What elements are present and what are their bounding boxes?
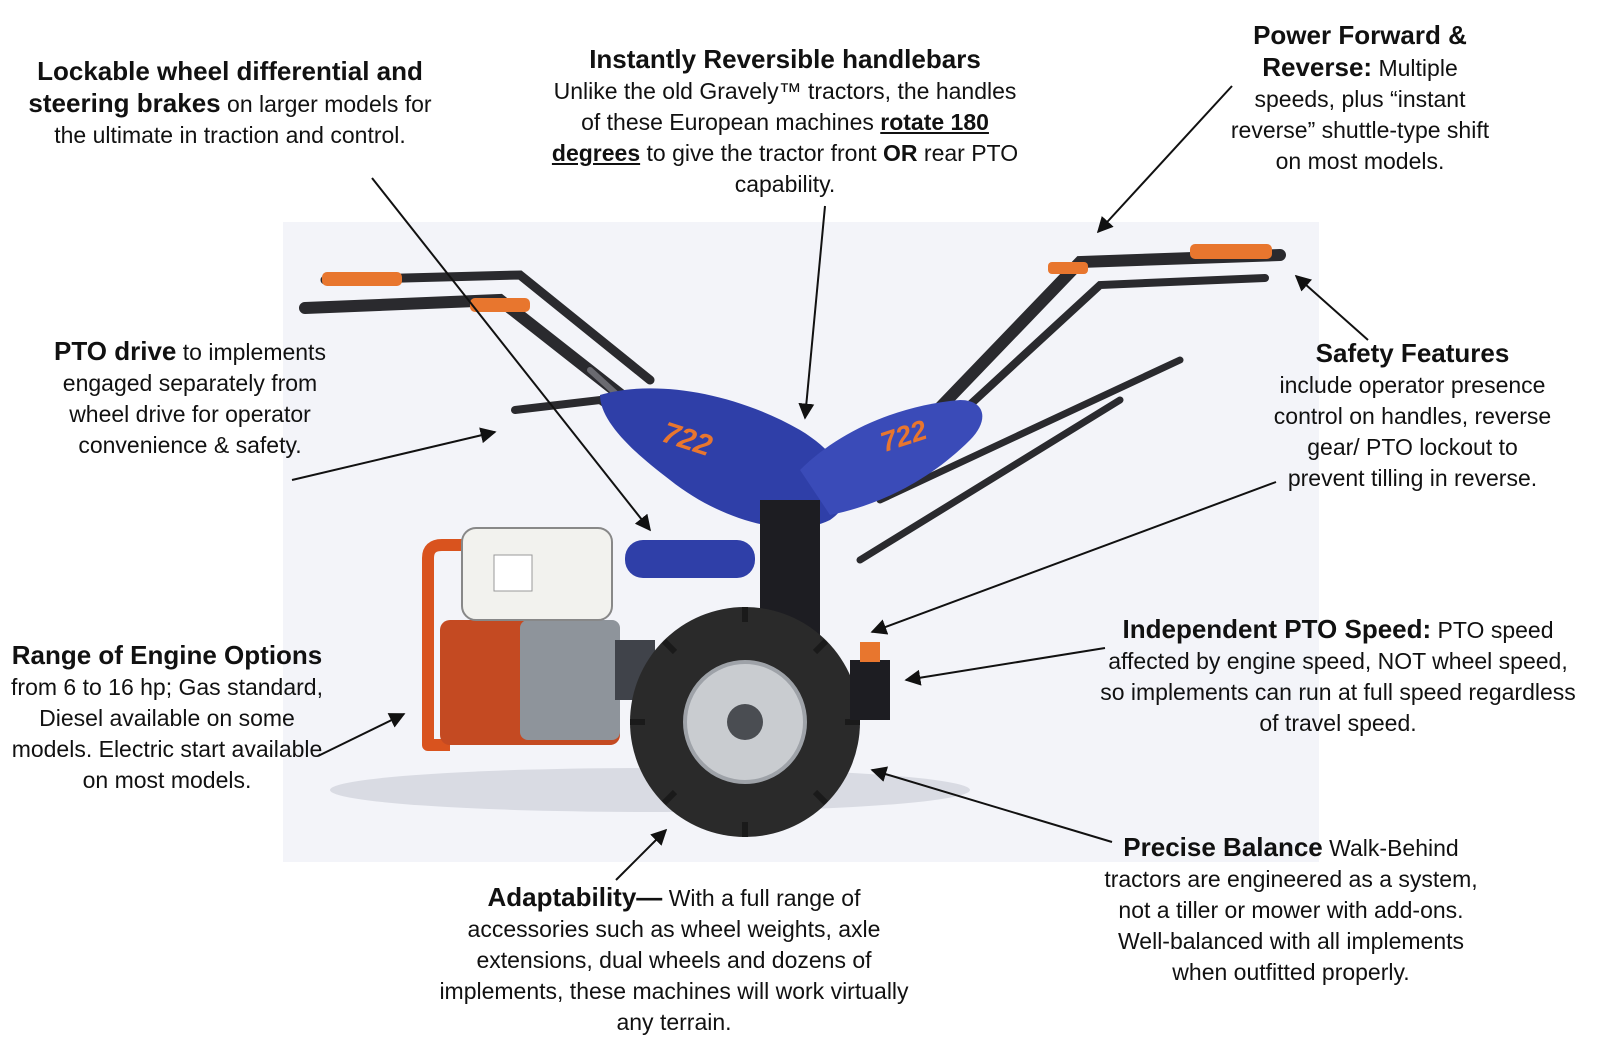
handlebars-text-2: to give the tractor front	[640, 140, 884, 166]
tire-tread	[630, 607, 860, 837]
wheel-hub	[727, 704, 763, 740]
pto-drive-heading: PTO drive	[54, 336, 177, 366]
handlebars-text-1: Unlike the old Gravely™ tractors, the ha…	[553, 78, 1017, 135]
callout-pto-speed: Independent PTO Speed: PTO speed affecte…	[1098, 614, 1578, 739]
leader-adaptability	[615, 828, 668, 881]
leader-differential	[371, 177, 651, 532]
balance-text: Walk-Behind tractors are engineered as a…	[1104, 835, 1478, 985]
right-handle-lever	[1190, 244, 1272, 259]
left-body-housing	[600, 388, 847, 528]
engine-text: from 6 to 16 hp; Gas standard, Diesel av…	[11, 674, 323, 793]
left-handle-lever	[322, 272, 402, 286]
power-heading-2: Reverse:	[1262, 52, 1373, 82]
leader-handlebars	[798, 205, 826, 420]
callout-pto-drive: PTO drive to implements engaged separate…	[40, 336, 340, 461]
pto-speed-heading: Independent PTO Speed:	[1122, 614, 1432, 644]
leader-balance	[870, 766, 1113, 843]
differential-heading: Lockable wheel differential and steering…	[28, 56, 423, 118]
engine-heading: Range of Engine Options	[11, 640, 323, 670]
balance-heading: Precise Balance	[1123, 832, 1323, 862]
leader-pto-drive	[291, 427, 497, 481]
safety-text: include operator presence control on han…	[1273, 372, 1552, 491]
pto-shaft-housing	[850, 660, 890, 720]
callout-handlebars: Instantly Reversible handlebars Unlike t…	[545, 42, 1025, 200]
callout-engine: Range of Engine Options from 6 to 16 hp;…	[4, 640, 330, 796]
handlebars-or: OR	[883, 140, 918, 166]
callout-adaptability: Adaptability— With a full range of acces…	[424, 882, 924, 1038]
right-handle-lever-2	[1048, 262, 1088, 274]
pto-speed-text: PTO speed affected by engine speed, NOT …	[1100, 617, 1576, 736]
left-handle-lever-2	[470, 298, 530, 312]
fuel-tank-label	[493, 554, 533, 592]
adaptability-heading: Adaptability—	[487, 882, 663, 912]
pto-drive-text: to implements engaged separately from wh…	[62, 339, 326, 458]
safety-heading: Safety Features	[1315, 338, 1510, 368]
engine-cylinder	[520, 620, 620, 740]
adaptability-text: With a full range of accessories such as…	[439, 885, 909, 1035]
power-heading-1: Power Forward &	[1253, 20, 1467, 50]
callout-balance: Precise Balance Walk-Behind tractors are…	[1092, 832, 1490, 988]
callout-safety: Safety Features include operator presenc…	[1270, 336, 1555, 494]
leader-power	[1096, 85, 1233, 234]
handlebars-heading: Instantly Reversible handlebars	[589, 44, 981, 74]
leader-engine	[317, 713, 406, 757]
power-text: Multiple speeds, plus “instant reverse” …	[1230, 55, 1490, 174]
handlebars-text-3: rear PTO capability.	[734, 140, 1019, 197]
leader-pto-speed	[904, 647, 1106, 686]
leader-lines	[291, 85, 1369, 881]
leader-safety-upper	[1294, 274, 1369, 341]
callout-power: Power Forward & Reverse: Multiple speeds…	[1225, 18, 1495, 177]
differential-text: on larger models for the ultimate in tra…	[54, 91, 432, 148]
engine-roll-frame	[422, 539, 470, 751]
leader-safety-lower	[870, 481, 1277, 635]
callout-differential: Lockable wheel differential and steering…	[20, 56, 440, 151]
handlebars-emphasis: rotate 180 degrees	[551, 109, 989, 166]
right-body-housing	[800, 400, 983, 515]
pto-lever	[860, 642, 880, 662]
fuel-tank	[461, 527, 613, 621]
fender	[625, 540, 755, 578]
